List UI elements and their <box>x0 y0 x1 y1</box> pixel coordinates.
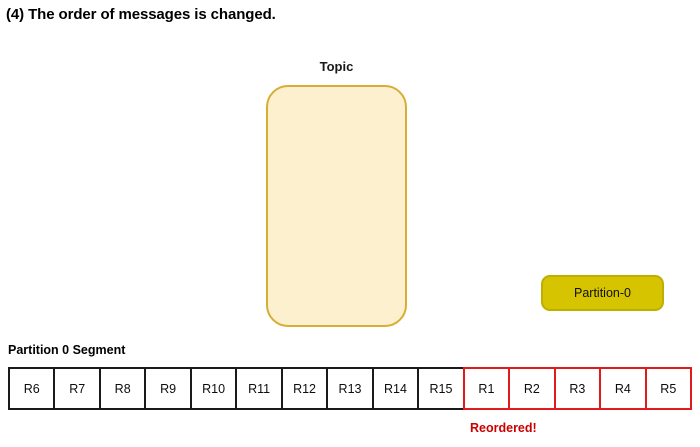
segment-cell: R11 <box>235 367 283 410</box>
segment-cell: R10 <box>189 367 238 410</box>
topic-container: Partition-0 <box>266 85 664 327</box>
segment-cell: R12 <box>280 367 329 410</box>
reordered-note: Reordered! <box>470 421 537 435</box>
segment-cell: R7 <box>53 367 101 410</box>
segment-cell: R14 <box>371 367 420 410</box>
segment-cell: R2 <box>508 367 556 410</box>
segment-cell: R8 <box>98 367 147 410</box>
segment-cell: R15 <box>417 367 465 410</box>
segment-cell: R1 <box>462 367 511 410</box>
segment-cell: R13 <box>326 367 374 410</box>
partition-label: Partition-0 <box>574 286 631 300</box>
segment-cell: R9 <box>144 367 192 410</box>
segment-cell: R6 <box>8 367 56 410</box>
topic-label: Topic <box>319 59 354 74</box>
segment-cell: R5 <box>644 367 693 410</box>
partition-0-box: Partition-0 <box>541 275 664 311</box>
segment-title: Partition 0 Segment <box>8 343 126 357</box>
segment-cell: R3 <box>553 367 602 410</box>
page-title: (4) The order of messages is changed. <box>6 6 276 23</box>
segment-cell: R4 <box>599 367 647 410</box>
